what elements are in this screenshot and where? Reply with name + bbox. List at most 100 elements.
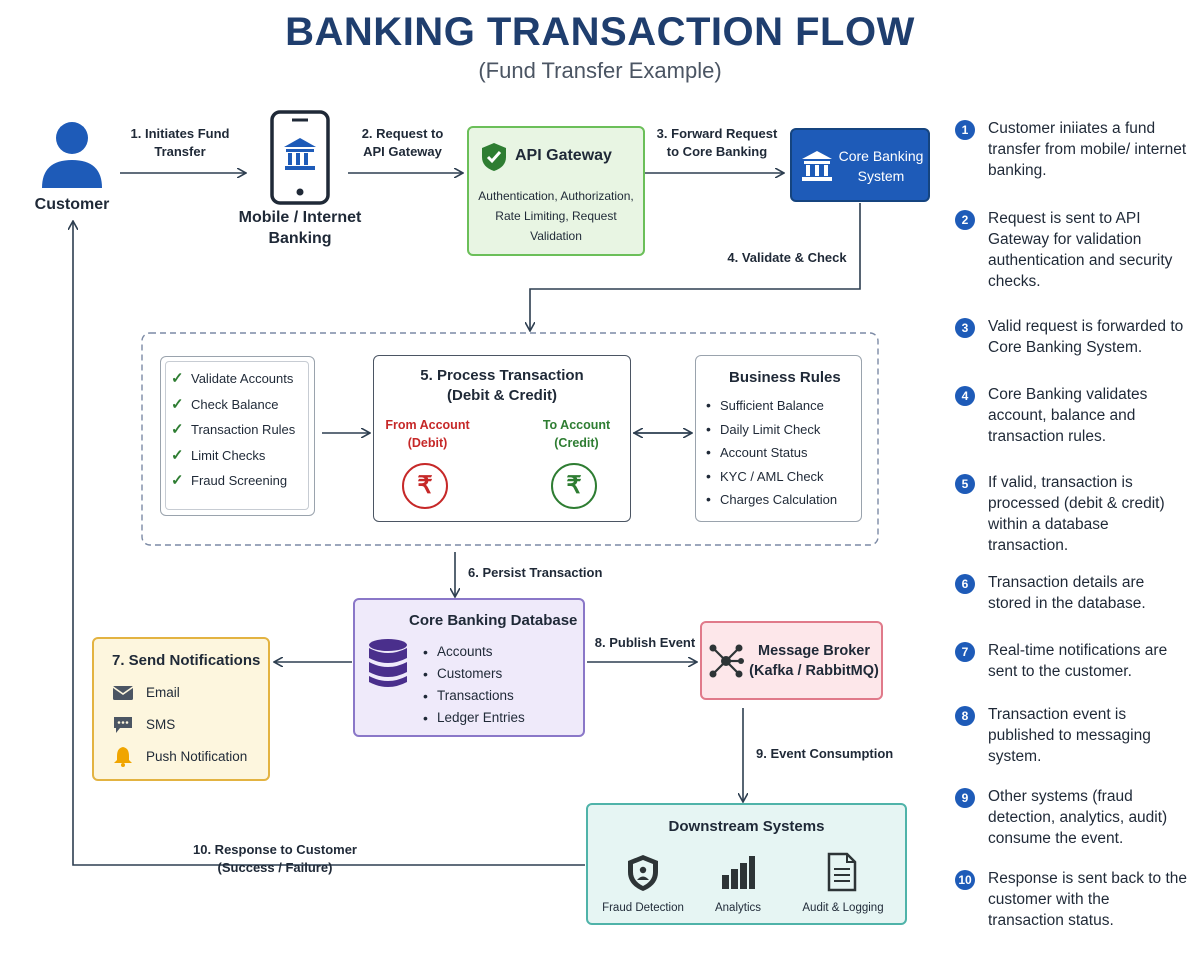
to-account-label: To Account (Credit)	[542, 418, 611, 450]
check-item: ✓Fraud Screening	[169, 468, 309, 494]
rule-item: Sufficient Balance	[704, 394, 862, 418]
step-item: 1 Customer iniiates a fund transfer from…	[955, 118, 1188, 181]
database-item: Ledger Entries	[421, 707, 581, 729]
bell-icon	[114, 747, 132, 767]
edge-3-label: 3. Forward Request to Core Banking	[656, 126, 778, 159]
from-account-label: From Account (Debit)	[385, 418, 470, 450]
database-item: Accounts	[421, 641, 581, 663]
step-text: Real-time notifications are sent to the …	[988, 642, 1168, 680]
credit-rupee-icon: ₹	[551, 463, 597, 509]
processing-container	[141, 332, 879, 546]
step-number-badge: 1	[955, 120, 975, 140]
notifications-box: 7. Send Notifications Email SMS Push Not…	[92, 637, 270, 781]
step-number-badge: 2	[955, 210, 975, 230]
message-broker-box: Message Broker (Kafka / RabbitMQ)	[700, 621, 883, 700]
step-text: Customer iniiates a fund transfer from m…	[988, 120, 1187, 179]
customer-label: Customer	[34, 196, 110, 213]
step-number-badge: 6	[955, 574, 975, 594]
shield-icon	[482, 143, 506, 171]
page-title: BANKING TRANSACTION FLOW	[285, 10, 915, 54]
downstream-item-audit: Audit & Logging	[802, 902, 884, 914]
step-item: 5 If valid, transaction is processed (de…	[955, 472, 1188, 556]
edge-6-label: 6. Persist Transaction	[468, 565, 603, 580]
checkmark-icon: ✓	[171, 446, 184, 464]
step-text: Core Banking validates account, balance …	[988, 386, 1148, 445]
step-number-badge: 10	[955, 870, 975, 890]
checkmark-icon: ✓	[171, 472, 184, 489]
checkmark-icon: ✓	[171, 395, 184, 413]
api-gateway-box: API Gateway Authentication, Authorizatio…	[467, 126, 645, 256]
process-title: 5. Process Transaction (Debit & Credit)	[420, 367, 584, 404]
edge-4-line	[530, 203, 861, 330]
step-item: 9 Other systems (fraud detection, analyt…	[955, 786, 1188, 849]
rule-item: Charges Calculation	[704, 488, 862, 512]
step-text: Request is sent to API Gateway for valid…	[988, 210, 1173, 290]
person-icon	[42, 122, 102, 188]
database-icon	[369, 639, 407, 687]
step-text: If valid, transaction is processed (debi…	[988, 474, 1165, 554]
step-text: Valid request is forwarded to Core Banki…	[988, 318, 1184, 356]
check-item: ✓Validate Accounts	[169, 366, 309, 392]
downstream-item-fraud: Fraud Detection	[602, 902, 684, 914]
process-transaction-box: 5. Process Transaction (Debit & Credit) …	[373, 355, 631, 522]
step-item: 8 Transaction event is published to mess…	[955, 704, 1188, 767]
business-rules-title: Business Rules	[729, 369, 841, 386]
step-number-badge: 3	[955, 318, 975, 338]
notify-item-push: Push Notification	[146, 749, 248, 764]
step-item: 10 Response is sent back to the customer…	[955, 868, 1188, 931]
step-number-badge: 4	[955, 386, 975, 406]
rule-item: Daily Limit Check	[704, 418, 862, 442]
api-gateway-title: API Gateway	[515, 147, 612, 164]
checkmark-icon: ✓	[171, 421, 184, 438]
mobile-label: Mobile / Internet Banking	[238, 209, 362, 247]
mobile-node	[270, 110, 330, 205]
document-icon	[827, 852, 857, 892]
downstream-title: Downstream Systems	[668, 818, 825, 835]
core-banking-box: Core Banking System	[790, 128, 930, 202]
analytics-bar-icon	[722, 856, 755, 889]
check-item: ✓Check Balance	[169, 392, 309, 418]
business-rules-box: Business Rules Sufficient Balance Daily …	[695, 355, 862, 522]
rule-item: KYC / AML Check	[704, 465, 862, 489]
check-item: ✓Limit Checks	[169, 443, 309, 469]
step-text: Response is sent back to the customer wi…	[988, 870, 1188, 929]
sms-icon	[114, 717, 132, 733]
core-banking-label: Core Banking System	[838, 148, 924, 184]
edge-1-label: 1. Initiates Fund Transfer	[130, 126, 230, 159]
downstream-systems-box: Downstream Systems Fraud Detection Analy…	[586, 803, 907, 925]
rule-item: Account Status	[704, 441, 862, 465]
email-icon	[112, 686, 134, 700]
edge-2-label: 2. Request to API Gateway	[361, 126, 444, 159]
step-number-badge: 9	[955, 788, 975, 808]
step-number-badge: 8	[955, 706, 975, 726]
fraud-shield-icon	[628, 855, 658, 891]
step-item: 3 Valid request is forwarded to Core Ban…	[955, 316, 1188, 358]
step-item: 4 Core Banking validates account, balanc…	[955, 384, 1188, 447]
step-text: Transaction event is published to messag…	[988, 706, 1151, 765]
network-hub-icon	[709, 644, 744, 678]
step-text: Other systems (fraud detection, analytic…	[988, 788, 1168, 847]
core-banking-database-box: Core Banking Database Accounts Customers…	[353, 598, 585, 737]
downstream-item-analytics: Analytics	[714, 902, 762, 914]
step-number-badge: 5	[955, 474, 975, 494]
check-item: ✓Transaction Rules	[169, 417, 309, 443]
bank-icon	[802, 151, 832, 181]
notify-item-sms: SMS	[146, 717, 176, 732]
validation-checklist: ✓Validate Accounts ✓Check Balance ✓Trans…	[160, 356, 315, 516]
edge-10-label: 10. Response to Customer (Success / Fail…	[193, 842, 357, 875]
debit-rupee-icon: ₹	[402, 463, 448, 509]
edge-10-line	[73, 222, 585, 866]
step-number-badge: 7	[955, 642, 975, 662]
checkmark-icon: ✓	[171, 370, 184, 387]
database-item: Customers	[421, 663, 581, 685]
mobile-phone-icon	[270, 110, 330, 205]
step-item: 7 Real-time notifications are sent to th…	[955, 640, 1188, 682]
api-gateway-desc: Authentication, Authorization, Rate Limi…	[478, 189, 634, 243]
database-title: Core Banking Database	[409, 612, 578, 629]
customer-node	[38, 120, 106, 190]
step-item: 2 Request is sent to API Gateway for val…	[955, 208, 1188, 292]
notify-item-email: Email	[146, 685, 180, 700]
step-text: Transaction details are stored in the da…	[988, 574, 1146, 612]
edge-8-label: 8. Publish Event	[594, 635, 696, 650]
edge-4-label: 4. Validate & Check	[727, 250, 847, 265]
